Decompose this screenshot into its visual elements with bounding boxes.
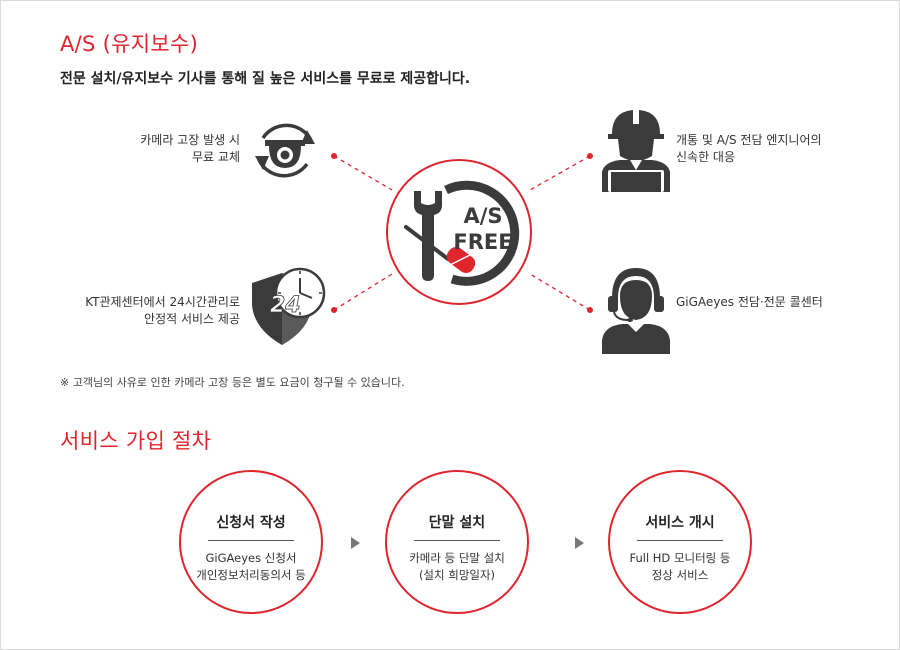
connector-line-top-left	[333, 155, 393, 191]
as-heading: A/S (유지보수)	[60, 32, 199, 56]
step-description: Full HD 모니터링 등 정상 서비스	[610, 550, 750, 584]
as-note: ※ 고객님의 사유로 인한 카메라 고장 등은 별도 요금이 청구될 수 있습니…	[60, 376, 405, 389]
as-free-badge: A/S FREE	[386, 159, 532, 305]
badge-line2: FREE	[453, 230, 512, 254]
headset-operator-icon	[602, 268, 670, 354]
feature-engineer-label: 개통 및 A/S 전담 엔지니어의 신속한 대응	[676, 132, 876, 166]
connector-line-bottom-right	[529, 273, 591, 311]
connector-dot	[587, 307, 593, 313]
connector-line-top-right	[529, 155, 591, 191]
engineer-laptop-icon	[602, 110, 670, 192]
connector-lines	[331, 153, 593, 313]
process-step-application: 신청서 작성 GiGAeyes 신청서 개인정보처리동의서 등	[179, 470, 323, 614]
process-heading: 서비스 가입 절차	[60, 429, 212, 453]
step-arrow-icon	[575, 537, 584, 549]
step-desc-line2: (설치 희망일자)	[418, 568, 496, 582]
step-desc-line1: GiGAeyes 신청서	[205, 551, 297, 565]
step-title: 서비스 개시	[645, 515, 715, 531]
badge-line1: A/S	[463, 204, 502, 228]
step-divider	[208, 540, 294, 541]
feature-camera-label: 카메라 고장 발생 시 무료 교체	[80, 132, 240, 166]
step-divider	[637, 540, 723, 541]
camera-refresh-icon	[255, 123, 315, 178]
shield-24h-clock-icon: 24	[252, 267, 326, 345]
feature-engineer-line2: 신속한 대응	[676, 150, 736, 164]
connector-dot	[331, 307, 337, 313]
feature-monitoring-line1: KT관제센터에서 24시간관리로	[85, 295, 240, 309]
process-step-service-start: 서비스 개시 Full HD 모니터링 등 정상 서비스	[608, 470, 752, 614]
badge-arc	[444, 180, 520, 286]
step-title: 신청서 작성	[216, 515, 286, 531]
step-divider	[414, 540, 500, 541]
connector-dot	[331, 153, 337, 159]
step-desc-line1: Full HD 모니터링 등	[629, 551, 731, 565]
feature-callcenter-line1: GiGAeyes 전담·전문 콜센터	[676, 295, 823, 309]
step-desc-line1: 카메라 등 단말 설치	[409, 551, 505, 565]
feature-camera-line2: 무료 교체	[192, 150, 240, 164]
as-subheading: 전문 설치/유지보수 기사를 통해 질 높은 서비스를 무료로 제공합니다.	[60, 71, 471, 87]
feature-callcenter-label: GiGAeyes 전담·전문 콜센터	[676, 294, 876, 311]
step-desc-line2: 정상 서비스	[651, 568, 709, 582]
screwdriver-icon	[404, 225, 476, 274]
step-description: GiGAeyes 신청서 개인정보처리동의서 등	[181, 550, 321, 584]
connector-line-bottom-left	[333, 273, 393, 311]
wrench-icon	[414, 191, 442, 281]
feature-engineer-line1: 개통 및 A/S 전담 엔지니어의	[676, 133, 822, 147]
feature-camera-line1: 카메라 고장 발생 시	[140, 133, 240, 147]
step-title: 단말 설치	[428, 515, 486, 531]
step-description: 카메라 등 단말 설치 (설치 희망일자)	[387, 550, 527, 584]
feature-monitoring-line2: 안정적 서비스 제공	[144, 312, 240, 326]
process-step-installation: 단말 설치 카메라 등 단말 설치 (설치 희망일자)	[385, 470, 529, 614]
connector-dot	[587, 153, 593, 159]
clock-24-text: 24	[270, 293, 301, 318]
step-desc-line2: 개인정보처리동의서 등	[196, 568, 306, 582]
step-arrow-icon	[351, 537, 360, 549]
feature-monitoring-label: KT관제센터에서 24시간관리로 안정적 서비스 제공	[40, 294, 240, 328]
